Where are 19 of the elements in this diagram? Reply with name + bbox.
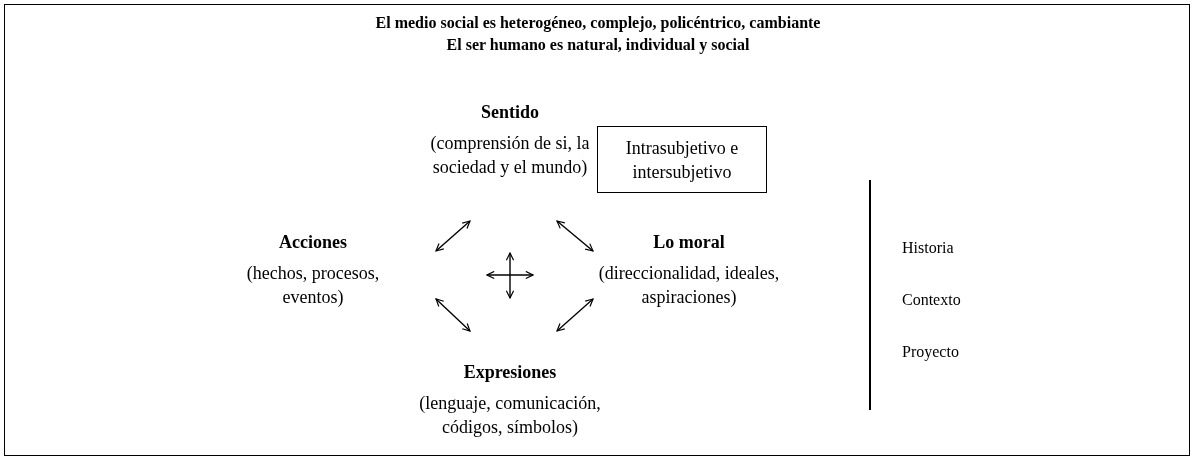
- title: El medio social es heterogéneo, complejo, policéntrico, cambiante: [374, 13, 822, 34]
- double-arrow: [556, 220, 594, 252]
- concept-heading: Acciones: [279, 231, 347, 254]
- double-arrow: [435, 298, 471, 332]
- concept-description: (lenguaje, comunicación, códigos, símbolos): [418, 392, 602, 439]
- dimension-label: Proyecto: [902, 342, 959, 363]
- concept-heading: Expresiones: [463, 361, 557, 384]
- dimension-label: Historia: [902, 238, 954, 258]
- subtitle: El ser humano es natural, individual y social: [445, 35, 751, 56]
- concept-heading: Sentido: [481, 101, 539, 124]
- double-arrow: [556, 298, 594, 332]
- text-box: [597, 126, 767, 193]
- box-text: Intrasubjetivo e intersubjetivo: [624, 136, 740, 184]
- concept-description: (direccionalidad, ideales, aspiraciones): [597, 262, 781, 309]
- concept-description: (hechos, procesos, eventos): [245, 262, 381, 309]
- double-arrow: [435, 220, 471, 252]
- dimension-label: Contexto: [902, 290, 961, 310]
- concept-description: (comprensión de si, la sociedad y el mundo): [429, 132, 591, 179]
- concept-heading: Lo moral: [653, 231, 725, 254]
